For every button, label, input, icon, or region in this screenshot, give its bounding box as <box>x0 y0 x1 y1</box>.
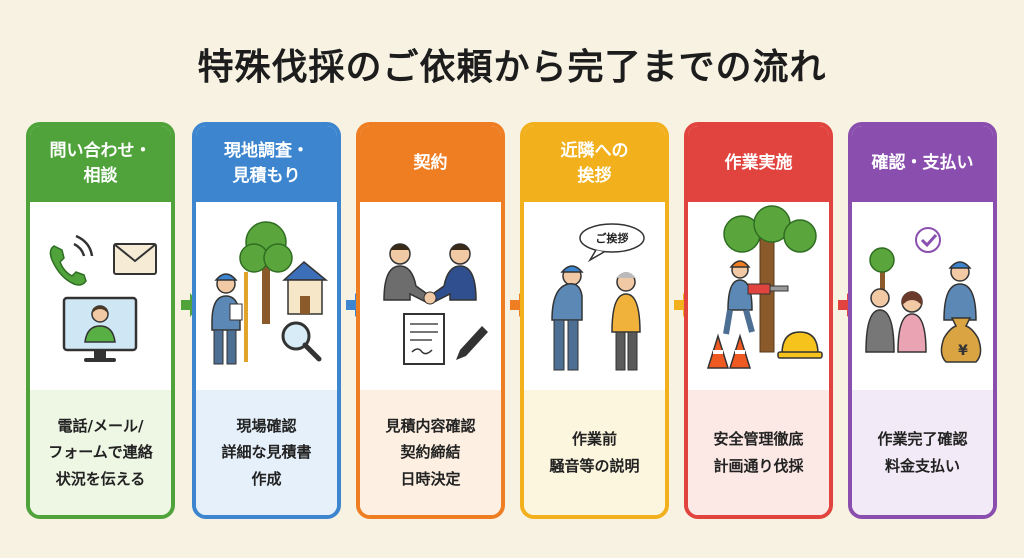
step-illustration <box>360 202 501 390</box>
tree-climber-icon <box>723 260 755 335</box>
step-description: 現場確認 詳細な見積書 作成 <box>196 390 337 515</box>
house-icon <box>282 261 329 315</box>
handshake-icon <box>383 243 477 305</box>
desc-line-1: 作業前 <box>571 430 617 449</box>
desc-line-2: 騒音等の説明 <box>549 456 640 475</box>
step-card-payment: 確認・支払い <box>848 122 997 519</box>
step-illustration <box>688 202 829 390</box>
customers-icon <box>865 288 927 353</box>
arrow-right-icon <box>672 292 694 318</box>
surveyor-icon <box>211 272 248 365</box>
step-description: 作業前 騒音等の説明 <box>524 390 665 515</box>
step-description: 作業完了確認 料金支払い <box>852 390 993 515</box>
step-header: 作業実施 <box>688 126 829 202</box>
neighbor-icon <box>611 272 641 371</box>
step-card-work: 作業実施 <box>684 122 833 519</box>
step-illustration <box>30 202 171 390</box>
chainsaw-icon <box>747 283 789 295</box>
check-icon <box>915 227 941 253</box>
step-card-survey: 現地調査・ 見積もり <box>192 122 341 519</box>
desc-line-1: 現場確認 <box>236 417 297 436</box>
speech-bubble-text: ご挨拶 <box>596 231 629 245</box>
step-header: 問い合わせ・ 相談 <box>30 126 171 202</box>
desc-line-2: 料金支払い <box>884 456 960 475</box>
video-call-icon <box>62 296 138 362</box>
arrow-right-icon <box>836 292 858 318</box>
traffic-cone-icon <box>706 333 752 369</box>
tree-icon <box>869 247 895 294</box>
desc-line-3: 状況を伝える <box>55 469 146 488</box>
desc-line-1: 安全管理徹底 <box>713 430 804 449</box>
step-header: 確認・支払い <box>852 126 993 202</box>
desc-line-1: 作業完了確認 <box>877 430 968 449</box>
desc-line-2: 詳細な見積書 <box>221 443 312 462</box>
magnifier-icon <box>281 321 322 362</box>
step-card-contract: 契約 <box>356 122 505 519</box>
process-flow: 問い合わせ・ 相談 <box>26 122 1001 522</box>
desc-line-3: 作成 <box>251 469 282 488</box>
step-description: 見積内容確認 契約締結 日時決定 <box>360 390 501 515</box>
tree-icon <box>723 205 817 353</box>
step-description: 安全管理徹底 計画通り伐採 <box>688 390 829 515</box>
step-header: 近隣への 挨拶 <box>524 126 665 202</box>
desc-line-1: 見積内容確認 <box>385 417 476 436</box>
desc-line-2: 計画通り伐採 <box>713 456 804 475</box>
step-description: 電話/メール/ フォームで連絡 状況を伝える <box>30 390 171 515</box>
worker-icon <box>943 261 977 321</box>
bowing-worker-icon <box>551 265 584 371</box>
arrow-right-icon <box>508 292 530 318</box>
desc-line-3: 日時決定 <box>400 469 461 488</box>
contract-document-icon <box>403 313 445 365</box>
desc-line-1: 電話/メール/ <box>57 417 144 436</box>
step-header: 契約 <box>360 126 501 202</box>
helmet-icon <box>777 331 823 359</box>
step-header: 現地調査・ 見積もり <box>196 126 337 202</box>
mail-icon <box>113 243 157 275</box>
yen-money-bag-icon: ¥ <box>940 317 982 363</box>
svg-text:¥: ¥ <box>958 343 968 359</box>
step-illustration: ご挨拶 <box>524 202 665 390</box>
desc-line-2: フォームで連絡 <box>48 443 153 462</box>
step-illustration <box>196 202 337 390</box>
desc-line-2: 契約締結 <box>400 443 461 462</box>
arrow-right-icon <box>344 292 366 318</box>
phone-icon <box>49 234 94 286</box>
page-title: 特殊伐採のご依頼から完了までの流れ <box>197 47 827 88</box>
step-card-inquiry: 問い合わせ・ 相談 <box>26 122 175 519</box>
pen-icon <box>456 326 488 360</box>
tree-icon <box>239 221 293 324</box>
step-card-neighbor-greeting: 近隣への 挨拶 ご挨拶 <box>520 122 669 519</box>
step-illustration: ¥ <box>852 202 993 390</box>
arrow-right-icon <box>179 292 201 318</box>
speech-bubble-icon: ご挨拶 <box>579 223 645 263</box>
